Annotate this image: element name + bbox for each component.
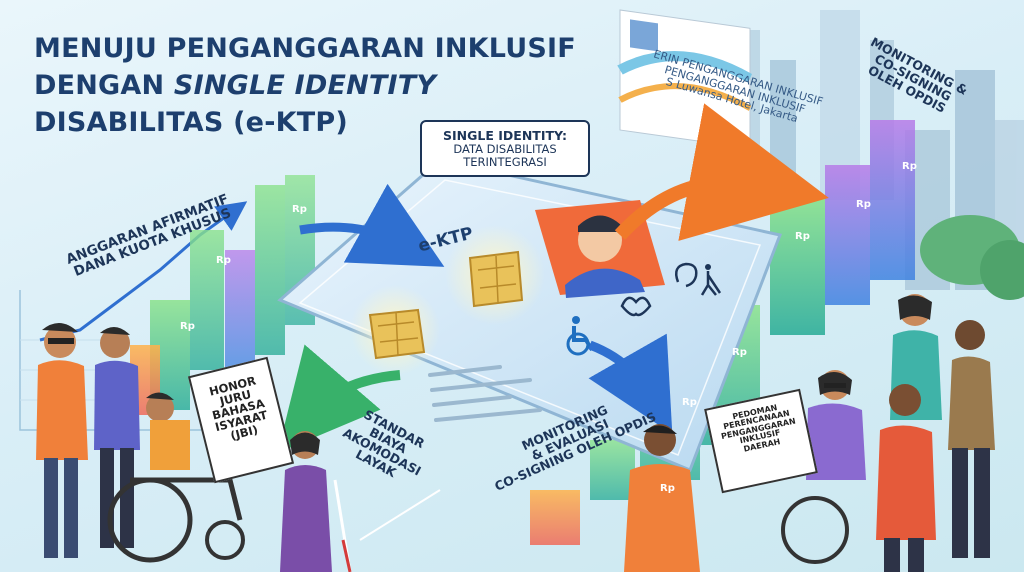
blind-cane-icon [700, 264, 722, 296]
trees [920, 215, 1024, 300]
title-line-2-emphasis: SINGLE IDENTITY [173, 70, 437, 101]
title-line-3: DISABILITAS (e-KTP) [34, 107, 348, 138]
arrow-to-card [299, 183, 445, 267]
arrow-to-evaluation [588, 333, 673, 435]
chip-icon [468, 250, 524, 308]
currency-label: Rp [180, 321, 195, 332]
currency-label: Rp [856, 199, 871, 210]
page-title: MENUJU PENGANGGARAN INKLUSIF DENGAN SING… [34, 30, 576, 141]
title-line-1: MENUJU PENGANGGARAN INKLUSIF [34, 33, 576, 64]
flow-arrows [277, 103, 829, 541]
callout-heading: SINGLE IDENTITY: [443, 128, 567, 143]
people-right [624, 294, 995, 572]
callout-body: DATA DISABILITAS TERINTEGRASI [453, 142, 557, 170]
currency-label: Rp [216, 255, 231, 266]
currency-label: Rp [660, 483, 675, 494]
deaf-icon [675, 262, 698, 288]
sign-language-icon [620, 296, 652, 317]
single-identity-callout: SINGLE IDENTITY: DATA DISABILITAS TERINT… [420, 120, 590, 178]
people-left [36, 322, 352, 572]
arrow-to-standard [277, 344, 401, 453]
currency-label: Rp [732, 347, 747, 358]
currency-label: Rp [902, 161, 917, 172]
title-line-2-prefix: DENGAN [34, 70, 174, 101]
currency-label: Rp [682, 397, 697, 408]
currency-label: Rp [795, 231, 810, 242]
chart-left [19, 175, 315, 431]
chip-icon [368, 308, 426, 360]
currency-label: Rp [292, 204, 307, 215]
arrow-to-monitoring [614, 103, 829, 241]
